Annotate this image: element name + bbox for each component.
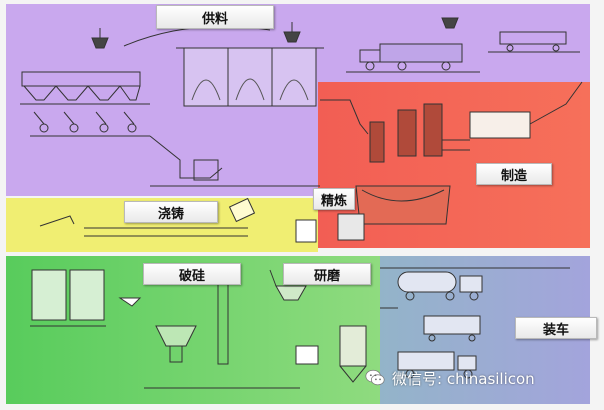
supply-truck <box>346 43 480 73</box>
label-smelting: 制造 <box>476 163 552 185</box>
label-grinding: 研磨 <box>283 263 371 285</box>
loading-feed-line <box>380 267 570 309</box>
label-refining: 精炼 <box>313 188 355 210</box>
watermark: 微信号: chinasilicon <box>364 367 535 389</box>
grab-path-arrow <box>123 25 271 47</box>
grab-bucket-right <box>283 22 301 43</box>
box-wagon <box>423 315 481 342</box>
submerged-arc-furnace <box>337 81 583 241</box>
rail-wagon <box>488 31 580 53</box>
grab-bucket-top-right <box>441 17 459 29</box>
skip-hopper <box>193 159 219 181</box>
raw-material-bunkers <box>20 71 150 137</box>
feed-conveyor <box>149 135 223 179</box>
tanker-truck <box>397 271 483 301</box>
casting-machine <box>39 197 317 243</box>
grab-bucket-left <box>91 28 109 49</box>
label-loading: 装车 <box>515 317 597 339</box>
flatbed-truck <box>397 351 477 379</box>
ingot-bins <box>30 269 106 327</box>
label-supply: 供料 <box>156 5 274 29</box>
crusher-line <box>118 275 300 389</box>
storage-silos <box>176 47 324 107</box>
label-casting: 浇铸 <box>124 201 218 223</box>
wechat-icon <box>365 369 385 386</box>
watermark-text: 微信号: chinasilicon <box>392 369 535 388</box>
grinding-line <box>269 269 367 383</box>
label-crushing: 破硅 <box>143 263 241 285</box>
charge-chute <box>320 99 369 135</box>
